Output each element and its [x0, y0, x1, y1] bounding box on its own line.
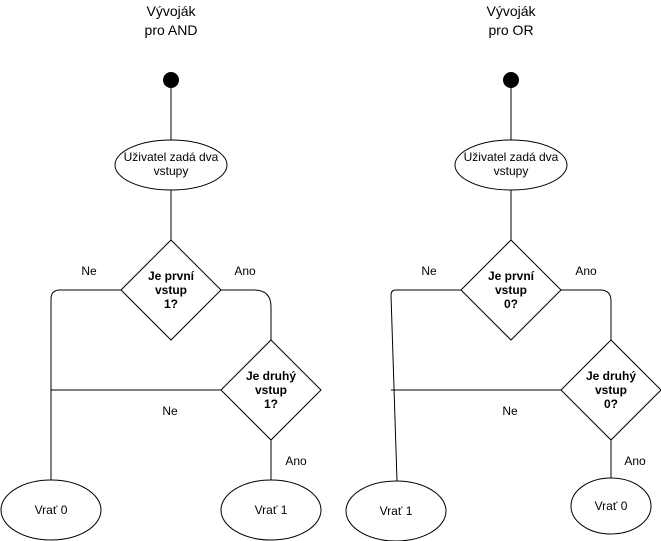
and-process-label-line1: Uživatel zadá dva	[124, 150, 219, 164]
or-end-right-label: Vrať 0	[595, 499, 628, 513]
and-connector-decision1-no	[50, 289, 121, 480]
and-decision2-label-line1: Je druhý	[246, 369, 296, 383]
and-end-right-label: Vrať 1	[255, 503, 288, 517]
and-end-left-label: Vrať 0	[35, 503, 68, 517]
and-title-line2: pro AND	[145, 22, 198, 38]
and-decision2-label-line3: 1?	[264, 397, 278, 411]
or-decision1-label-line2: vstup	[495, 283, 527, 297]
and-decision2-no-label: Ne	[162, 404, 178, 418]
and-end-right	[220, 479, 322, 541]
or-decision1-label-line1: Je první	[488, 269, 535, 283]
and-decision1-label-line3: 1?	[164, 297, 178, 311]
and-decision1-no-label: Ne	[81, 264, 97, 278]
or-decision2-label-line3: 0?	[604, 397, 618, 411]
or-process-label-line2: vstupy	[494, 164, 529, 178]
or-decision1	[460, 239, 562, 341]
and-decision1	[120, 239, 222, 341]
or-decision2-label-line2: vstup	[595, 383, 627, 397]
and-title-line1: Vývoják	[146, 3, 196, 19]
or-decision1-label-line3: 0?	[504, 297, 518, 311]
and-decision1-yes-label: Ano	[234, 264, 256, 278]
or-decision2-yes-label: Ano	[624, 454, 646, 468]
or-decision1-yes-label: Ano	[575, 264, 597, 278]
or-decision1-no-label: Ne	[421, 264, 437, 278]
and-process-input	[114, 139, 228, 191]
or-decision2-label-line1: Je druhý	[586, 369, 636, 383]
or-process-label-line1: Uživatel zadá dva	[464, 150, 559, 164]
or-connector-decision1-yes	[561, 289, 612, 340]
or-end-right	[570, 477, 652, 535]
and-flowchart: Vývoják pro AND Uživatel zadá dva vstupy…	[0, 3, 322, 541]
or-decision2-no-label: Ne	[502, 404, 518, 418]
and-start-node	[163, 72, 179, 88]
and-decision2-label-line2: vstup	[255, 383, 287, 397]
and-end-left	[0, 479, 102, 541]
or-flowchart: Vývoják pro OR Uživatel zadá dva vstupy …	[345, 3, 661, 541]
or-process-input	[454, 139, 568, 191]
and-decision1-label-line1: Je první	[148, 269, 195, 283]
or-title-line1: Vývoják	[486, 3, 536, 19]
or-end-left	[345, 480, 447, 541]
and-decision2-yes-label: Ano	[285, 454, 307, 468]
and-decision2	[220, 339, 322, 441]
or-start-node	[503, 72, 519, 88]
or-connector-decision1-no	[390, 289, 461, 482]
or-title-line2: pro OR	[488, 22, 533, 38]
and-connector-decision1-yes	[221, 289, 272, 340]
and-process-label-line2: vstupy	[154, 164, 189, 178]
and-decision1-label-line2: vstup	[155, 283, 187, 297]
or-decision2	[560, 339, 661, 441]
or-end-left-label: Vrať 1	[380, 504, 413, 518]
